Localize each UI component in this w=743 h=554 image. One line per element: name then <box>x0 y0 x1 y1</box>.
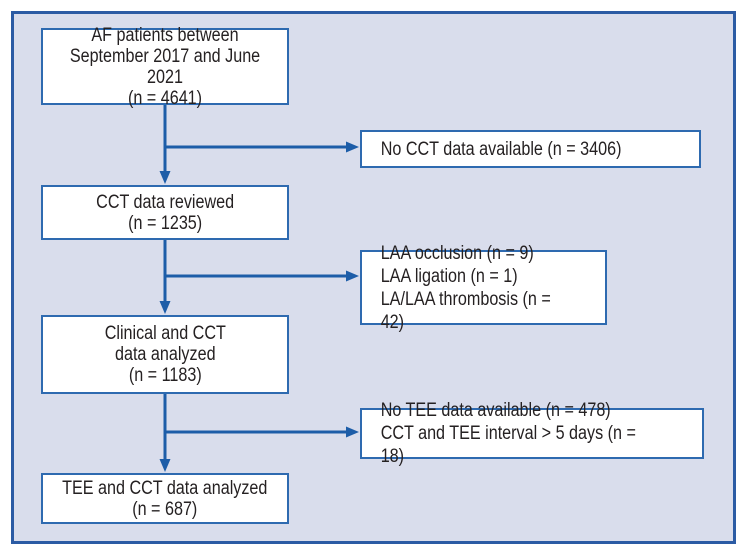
node-exclusion-no-tee: No TEE data available (n = 478) CCT and … <box>360 400 704 467</box>
node-af-patients-label: AF patients between September 2017 and J… <box>69 24 261 109</box>
node-exclusion-laa-label: LAA occlusion (n = 9) LAA ligation (n = … <box>380 242 551 333</box>
node-af-patients: AF patients between September 2017 and J… <box>41 25 289 109</box>
node-clinical-cct-analyzed: Clinical and CCT data analyzed (n = 1183… <box>41 315 289 394</box>
node-cct-reviewed: CCT data reviewed (n = 1235) <box>41 185 289 240</box>
node-exclusion-no-tee-label: No TEE data available (n = 478) CCT and … <box>380 400 636 467</box>
node-exclusion-laa: LAA occlusion (n = 9) LAA ligation (n = … <box>360 243 607 333</box>
node-tee-cct-analyzed-label: TEE and CCT data analyzed (n = 687) <box>62 477 268 520</box>
node-exclusion-no-cct: No CCT data available (n = 3406) <box>360 130 701 168</box>
node-exclusion-no-cct-label: No CCT data available (n = 3406) <box>380 138 622 160</box>
node-cct-reviewed-label: CCT data reviewed (n = 1235) <box>96 191 234 234</box>
node-clinical-cct-analyzed-label: Clinical and CCT data analyzed (n = 1183… <box>104 323 226 386</box>
node-tee-cct-analyzed: TEE and CCT data analyzed (n = 687) <box>41 473 289 524</box>
